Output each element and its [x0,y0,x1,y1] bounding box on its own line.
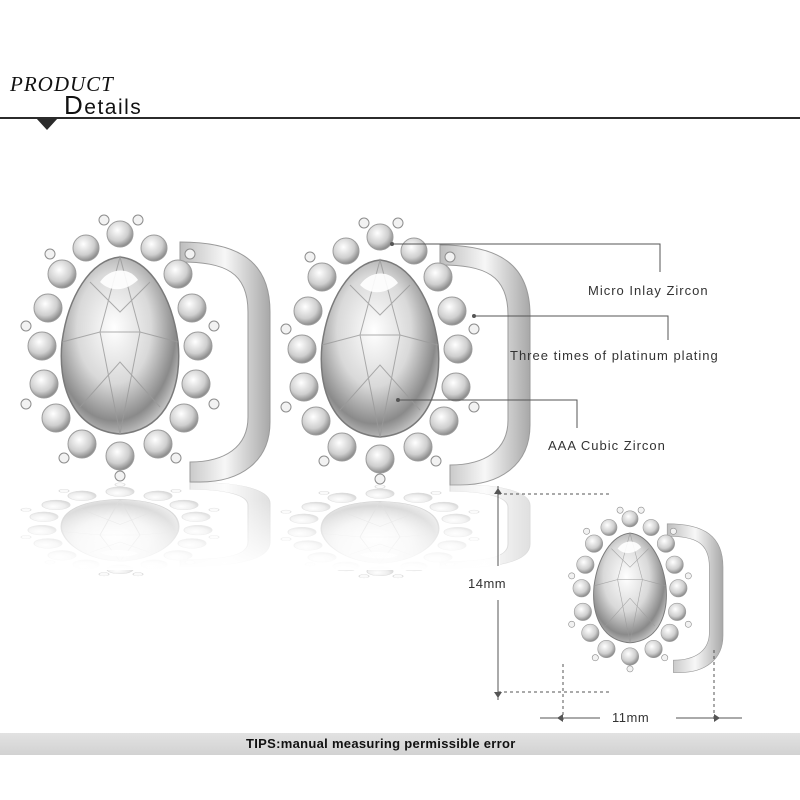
header-details-text: Details [64,90,142,121]
header-details-initial: D [64,90,85,120]
header-details-rest: etails [84,96,143,119]
section-header: PRODUCT Details [0,0,800,140]
earring-side-view [280,217,531,486]
callout-lines [392,243,669,428]
callout-micro-inlay-zircon: Micro Inlay Zircon [588,283,709,298]
header-pointer-icon [36,118,58,130]
callout-platinum-plating: Three times of platinum plating [510,348,719,363]
tips-bar [0,733,800,755]
width-label: 11mm [612,710,650,725]
header-rule [0,117,800,119]
earring-measured [568,506,724,674]
earring-front-view [20,214,271,483]
height-label: 14mm [468,576,507,591]
callout-aaa-cubic-zircon: AAA Cubic Zircon [548,438,666,453]
width-dimension [540,650,742,720]
tips-text: TIPS:manual measuring permissible error [246,736,516,751]
header-product-text: PRODUCT [10,72,114,96]
height-dimension [497,486,612,700]
